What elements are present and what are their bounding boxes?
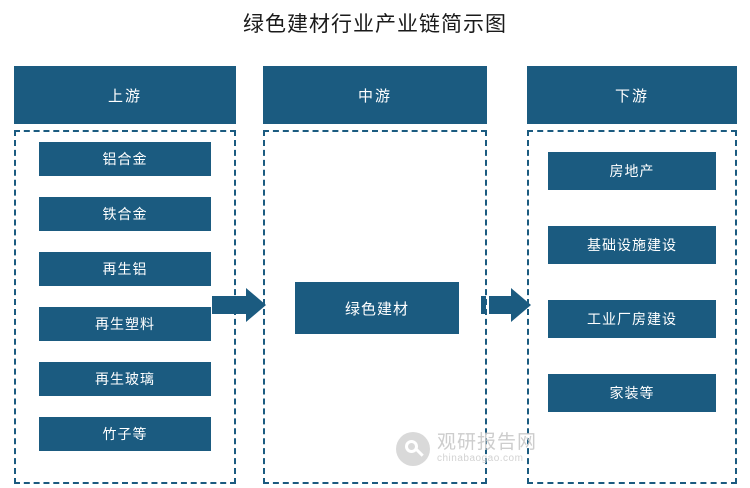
node-downstream-2[interactable]: 基础设施建设 [548, 226, 716, 264]
column-downstream: 下游 房地产 基础设施建设 工业厂房建设 家装等 [527, 66, 737, 484]
arrow-head [511, 288, 531, 322]
node-upstream-1[interactable]: 铝合金 [39, 142, 211, 176]
node-upstream-6[interactable]: 竹子等 [39, 417, 211, 451]
arrow-head [246, 288, 266, 322]
watermark: 观研报告网 chinabaogao.com [396, 432, 537, 466]
column-header-upstream: 上游 [14, 66, 236, 124]
column-header-downstream: 下游 [527, 66, 737, 124]
magnifier-icon [396, 432, 430, 466]
node-upstream-5[interactable]: 再生玻璃 [39, 362, 211, 396]
column-midstream: 中游 绿色建材 [263, 66, 487, 484]
arrow-right-icon-upstream-to-mid [212, 288, 266, 322]
column-body-downstream: 房地产 基础设施建设 工业厂房建设 家装等 [527, 130, 737, 484]
column-body-midstream: 绿色建材 [263, 130, 487, 484]
node-upstream-2[interactable]: 铁合金 [39, 197, 211, 231]
node-upstream-3[interactable]: 再生铝 [39, 252, 211, 286]
node-upstream-4[interactable]: 再生塑料 [39, 307, 211, 341]
arrow-right-icon-mid-to-downstream [481, 288, 531, 322]
column-header-midstream: 中游 [263, 66, 487, 124]
node-midstream-1[interactable]: 绿色建材 [295, 282, 459, 334]
arrow-shaft [489, 296, 511, 314]
node-downstream-4[interactable]: 家装等 [548, 374, 716, 412]
column-upstream: 上游 铝合金 铁合金 再生铝 再生塑料 再生玻璃 竹子等 [14, 66, 236, 484]
arrow-tick [481, 296, 486, 314]
arrow-shaft [212, 296, 246, 314]
watermark-sub-text: chinabaogao.com [437, 453, 524, 464]
column-body-upstream: 铝合金 铁合金 再生铝 再生塑料 再生玻璃 竹子等 [14, 130, 236, 484]
node-downstream-1[interactable]: 房地产 [548, 152, 716, 190]
watermark-main-text: 观研报告网 [437, 432, 538, 453]
page-title: 绿色建材行业产业链简示图 [243, 13, 507, 36]
node-downstream-3[interactable]: 工业厂房建设 [548, 300, 716, 338]
